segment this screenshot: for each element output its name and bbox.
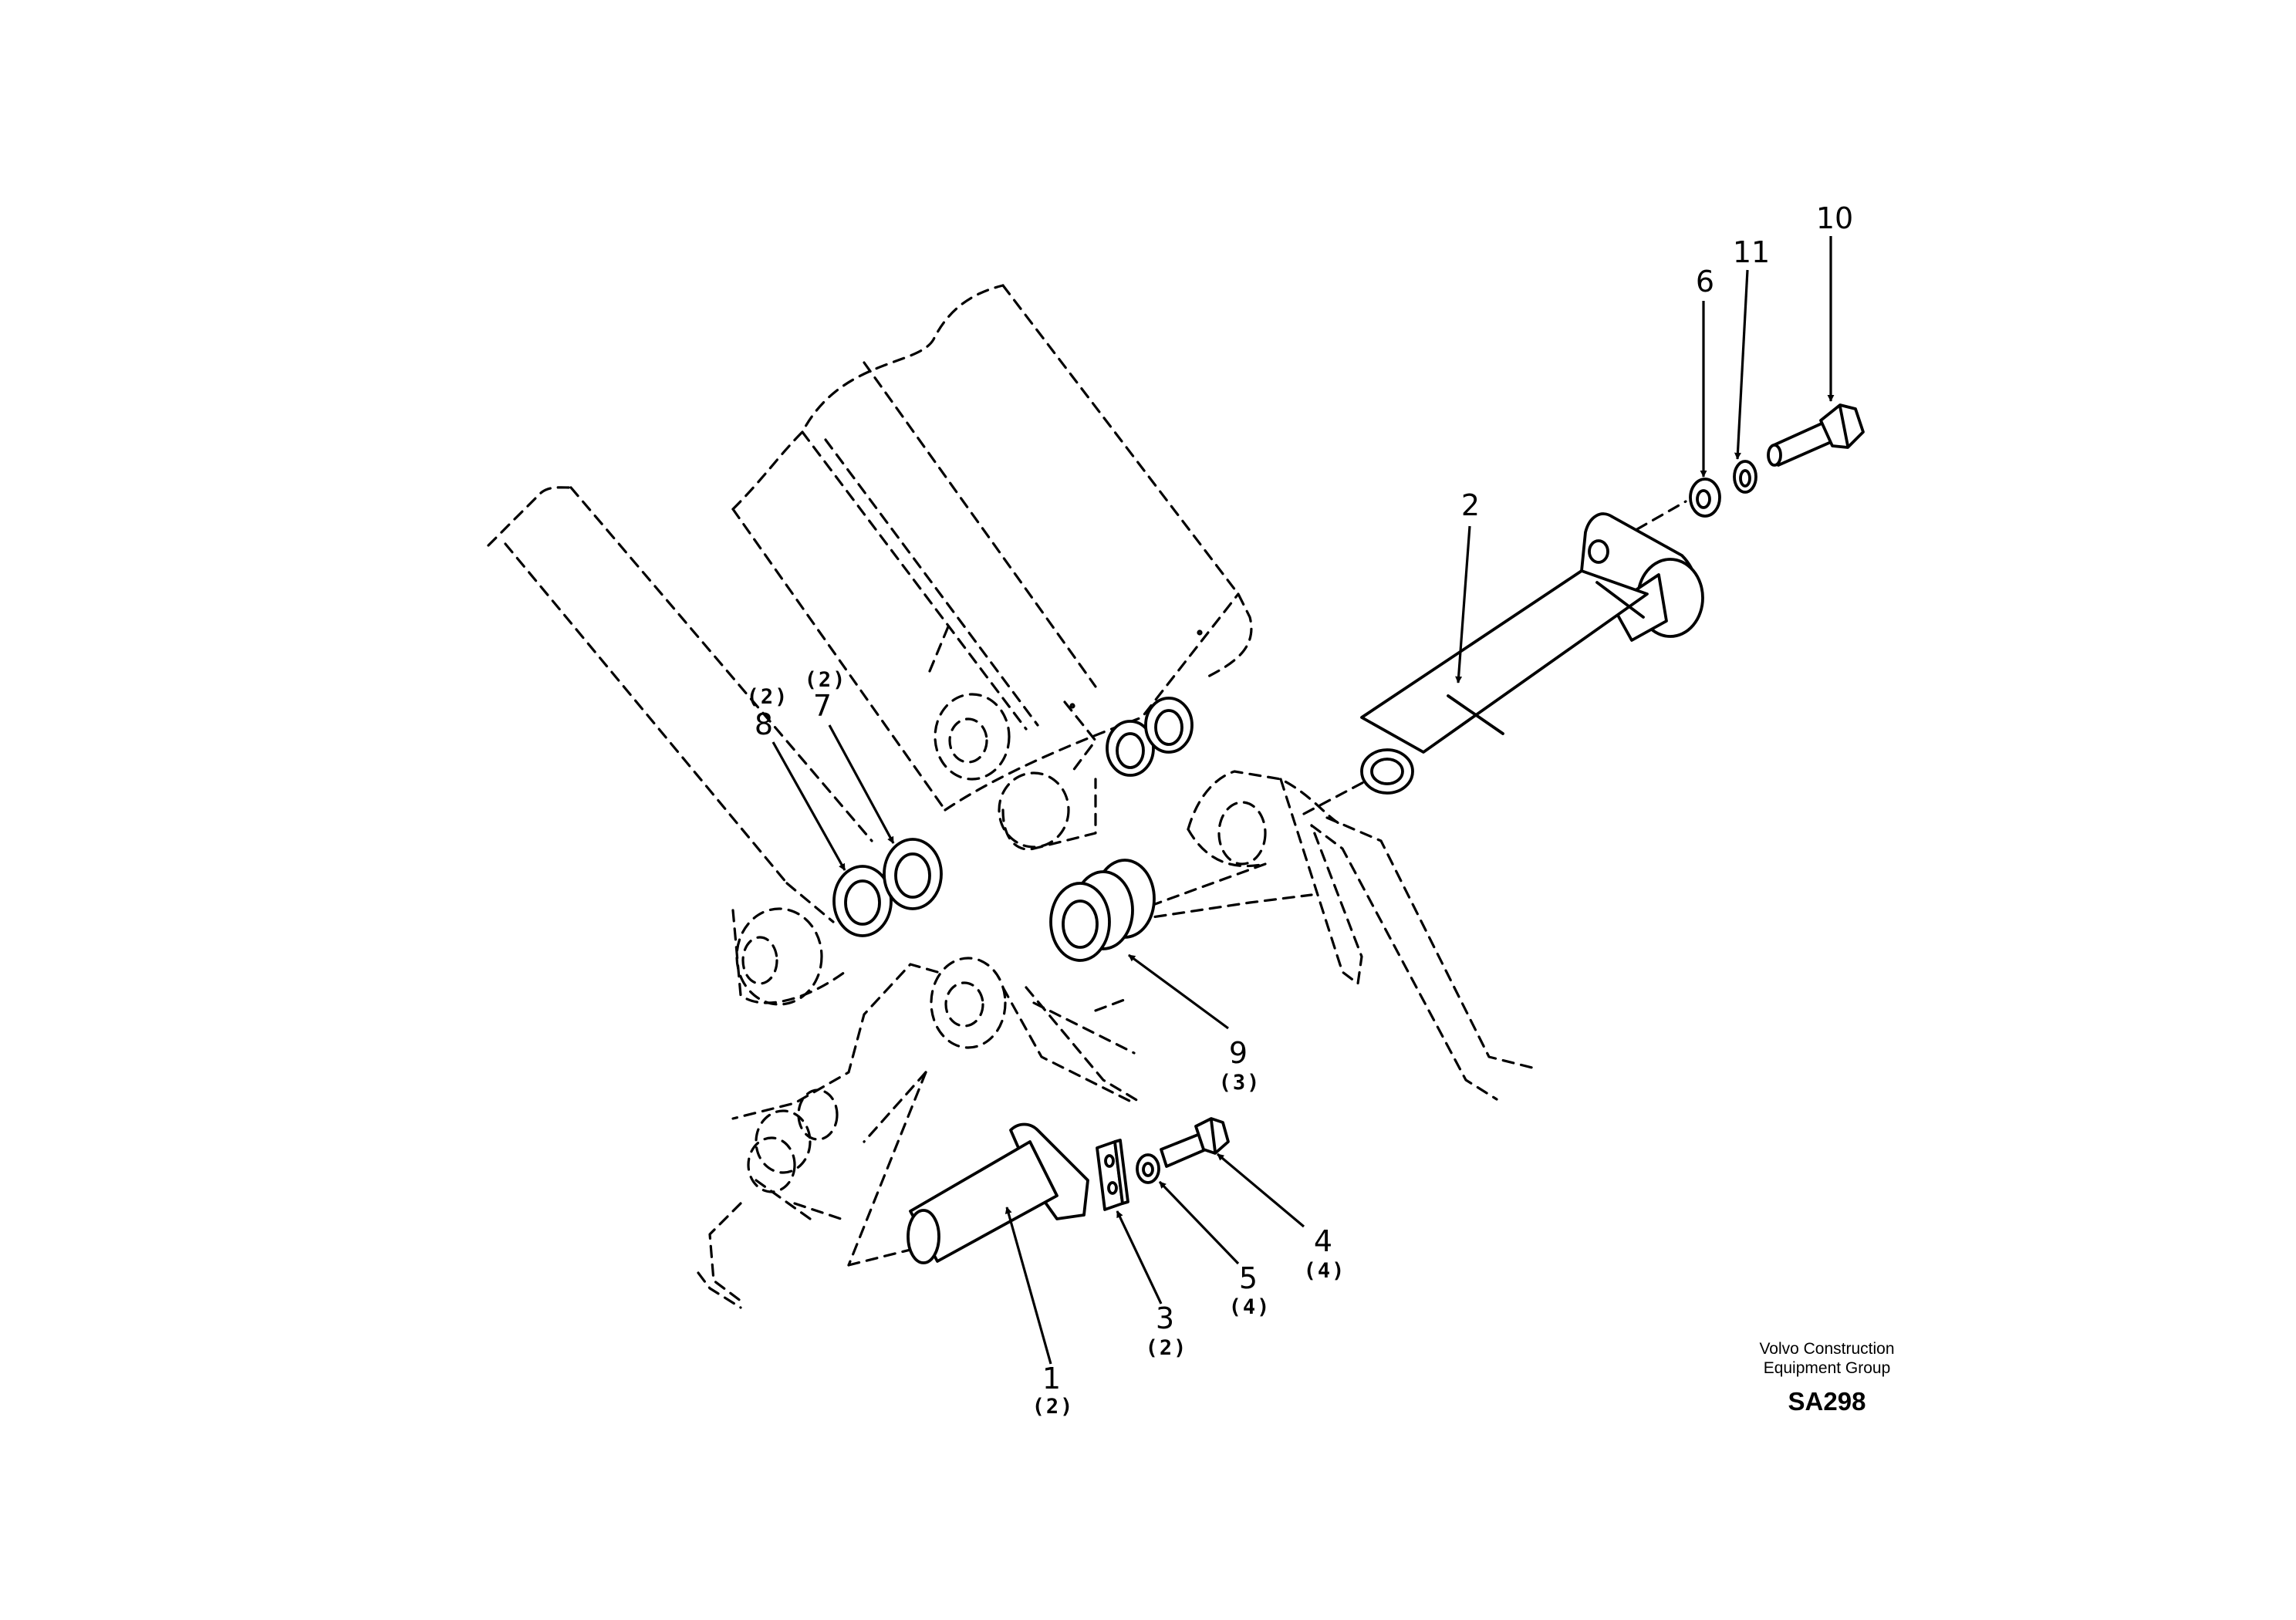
- shim-part-7: [883, 838, 943, 910]
- caption-line-2: Equipment Group: [1764, 1359, 1891, 1377]
- callout-8-quantity: (2): [747, 685, 789, 709]
- callout-1-quantity: (2): [1032, 1395, 1075, 1419]
- callout-11-number: 11: [1733, 235, 1770, 269]
- callout-1-number: 1: [1042, 1362, 1061, 1396]
- bolt-part-4: [1160, 1117, 1230, 1168]
- spring-washer-part-11: [1733, 460, 1757, 494]
- diagram-code: SA298: [1788, 1387, 1866, 1416]
- callout-9-quantity: (3): [1219, 1071, 1261, 1095]
- linkage-dashed-outline: [1094, 770, 1537, 1101]
- callout-5: 5 (4): [1229, 1261, 1271, 1319]
- publisher-caption: Volvo Construction Equipment Group SA298: [1759, 1340, 1894, 1416]
- washer-part-5: [1136, 1153, 1160, 1184]
- bucket-dashed-outline: [697, 957, 1143, 1309]
- boom-dashed-outline: [487, 486, 873, 1006]
- pin-part-2: [1360, 512, 1704, 795]
- washer-part-6: [1689, 478, 1721, 518]
- callout-5-number: 5: [1239, 1261, 1258, 1295]
- callout-2: 2: [1461, 488, 1480, 522]
- arm-cylinder-dashed-outline: [731, 284, 1253, 851]
- callout-8: (2) 8: [747, 685, 789, 741]
- assembly-axis-lines: [1302, 500, 1687, 815]
- callout-3: 3 (2): [1146, 1301, 1188, 1360]
- callout-4: 4 (4): [1304, 1224, 1346, 1283]
- callout-7: (2) 7: [805, 668, 847, 723]
- callout-9-number: 9: [1229, 1036, 1248, 1070]
- callout-7-quantity: (2): [805, 668, 847, 692]
- callout-6-number: 6: [1696, 265, 1714, 299]
- callout-11: 11: [1733, 235, 1770, 269]
- callout-5-quantity: (4): [1229, 1295, 1271, 1319]
- callout-10-number: 10: [1816, 201, 1853, 235]
- leader-lines: [772, 236, 1835, 1365]
- callout-3-quantity: (2): [1146, 1336, 1188, 1360]
- callout-8-number: 8: [755, 707, 773, 741]
- seal-rings-part-9: [1049, 859, 1156, 962]
- callout-9: 9 (3): [1219, 1036, 1261, 1095]
- shim-part-8: [832, 865, 893, 937]
- caption-line-1: Volvo Construction: [1759, 1340, 1894, 1358]
- lock-plate-part-3: [1096, 1139, 1129, 1211]
- callout-3-number: 3: [1156, 1301, 1174, 1335]
- callout-10: 10: [1816, 201, 1853, 235]
- pin-part-1: [907, 1122, 1089, 1264]
- bolt-part-10: [1767, 403, 1865, 467]
- callout-1: 1 (2): [1032, 1362, 1075, 1419]
- callout-7-number: 7: [813, 689, 832, 723]
- callout-4-quantity: (4): [1304, 1259, 1346, 1283]
- callout-6: 6: [1696, 265, 1714, 299]
- spare-seal-rings: [1106, 697, 1194, 777]
- callout-4-number: 4: [1314, 1224, 1332, 1258]
- callout-2-number: 2: [1461, 488, 1480, 522]
